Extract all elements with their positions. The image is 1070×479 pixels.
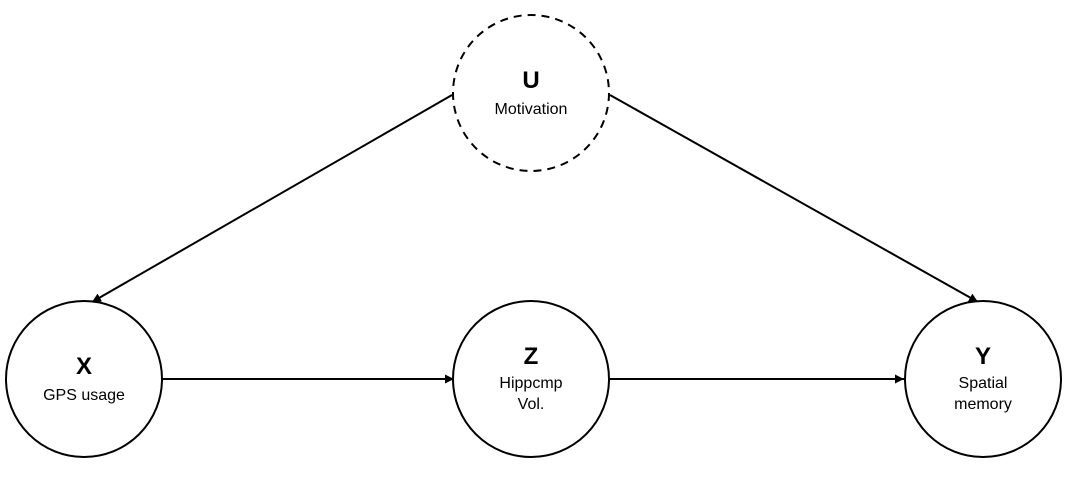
node-x-label: GPS usage bbox=[43, 387, 125, 404]
node-z-label-line2: Vol. bbox=[518, 396, 545, 413]
node-x-letter: X bbox=[76, 353, 92, 380]
node-u-circle bbox=[452, 14, 610, 172]
node-z-letter: Z bbox=[524, 343, 539, 370]
node-x-circle bbox=[5, 300, 163, 458]
node-z-circle bbox=[452, 300, 610, 458]
node-x: X GPS usage bbox=[5, 300, 163, 458]
edge-u-to-y bbox=[609, 94, 979, 303]
node-y-circle bbox=[904, 300, 1062, 458]
node-y-label-line1: Spatial bbox=[959, 375, 1008, 392]
node-u-letter: U bbox=[522, 67, 539, 94]
node-z-label-line1: Hippcmp bbox=[499, 375, 562, 392]
edge-u-to-x bbox=[91, 94, 453, 303]
node-z: Z Hippcmp Vol. bbox=[452, 300, 610, 458]
node-y-letter: Y bbox=[975, 343, 991, 370]
node-y: Y Spatial memory bbox=[904, 300, 1062, 458]
node-u: U Motivation bbox=[452, 14, 610, 172]
node-y-label-line2: memory bbox=[954, 396, 1012, 413]
node-u-label: Motivation bbox=[495, 101, 568, 118]
